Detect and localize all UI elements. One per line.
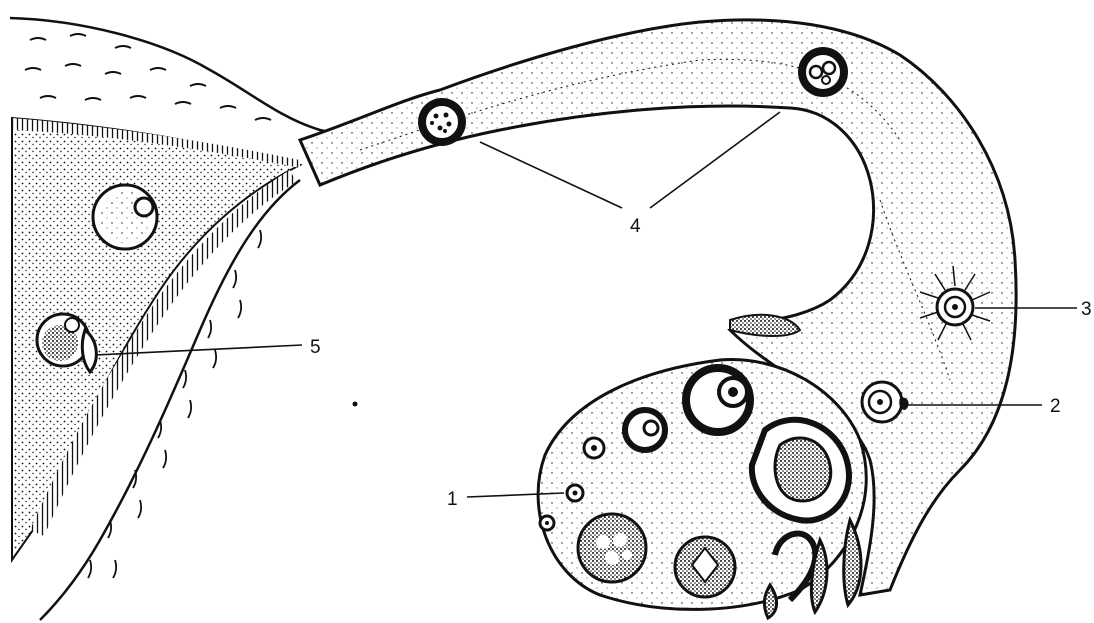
cleavage-embryo: [798, 47, 848, 97]
label-5: 5: [310, 337, 321, 358]
leader-4b: [650, 112, 780, 208]
label-4: 4: [630, 216, 641, 237]
label-1: 1: [447, 489, 458, 510]
ovum-uterus-upper: [93, 185, 157, 249]
label-2: 2: [1050, 396, 1061, 417]
stray-dot: [353, 402, 358, 407]
upper-left-tissue: [10, 18, 395, 135]
leader-4a: [480, 142, 622, 208]
label-3: 3: [1081, 299, 1092, 320]
morula-in-tube: [418, 98, 466, 146]
